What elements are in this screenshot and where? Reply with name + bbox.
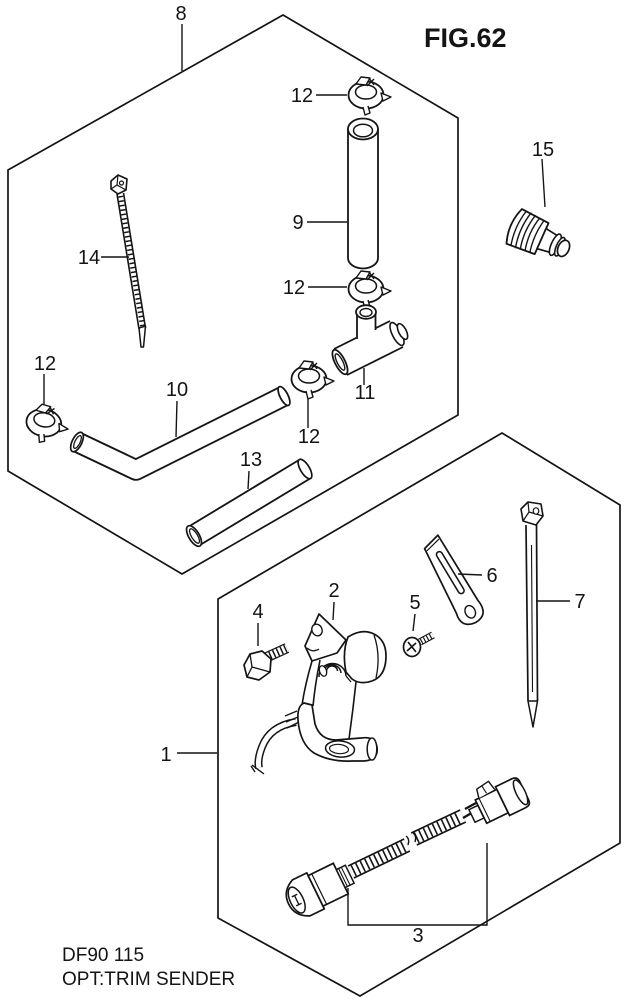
callout-9: 9: [292, 212, 303, 234]
part-4-bolt: [243, 643, 290, 681]
figure-title: FIG.62: [424, 23, 507, 53]
part-12-clamp-right: [290, 360, 335, 400]
part-5-screw: [402, 631, 435, 658]
callout-8: 8: [175, 3, 186, 25]
callout-12-top: 12: [291, 85, 313, 107]
leader-lines: [43, 24, 570, 926]
part-12-clamp-mid: [347, 270, 392, 310]
part-10-hose: [69, 385, 291, 481]
part-7-cable-tie: [520, 501, 544, 728]
callout-12-left: 12: [34, 353, 56, 375]
part-2-sender: [250, 613, 387, 775]
part-12-clamp-top: [347, 76, 392, 116]
callout-12-mid: 12: [283, 277, 305, 299]
callout-14: 14: [78, 247, 100, 269]
group-box-bottom: [217, 432, 621, 997]
callout-13: 13: [240, 449, 262, 471]
part-11-joint: [331, 304, 409, 376]
callout-7: 7: [574, 591, 585, 613]
part-14-cable-tie: [110, 174, 147, 348]
callout-1: 1: [160, 744, 171, 766]
part-12-clamp-left: [22, 401, 73, 448]
part-3-harness: [285, 777, 531, 917]
part-13-tube: [185, 458, 313, 548]
footer-model: DF90 115: [62, 945, 144, 966]
part-6-clip: [423, 534, 484, 626]
group-box-top: [7, 14, 459, 575]
callout-3: 3: [412, 925, 423, 947]
part-15-plug: [505, 208, 571, 258]
callout-12-right: 12: [298, 426, 320, 448]
footer-option: OPT:TRIM SENDER: [62, 969, 235, 990]
callout-5: 5: [409, 592, 420, 614]
callout-4: 4: [252, 601, 263, 623]
callout-15: 15: [532, 139, 554, 161]
callout-11: 11: [355, 382, 376, 404]
callout-10: 10: [166, 379, 188, 401]
part-9-tube: [347, 117, 379, 270]
callout-6: 6: [486, 565, 497, 587]
callout-2: 2: [328, 580, 339, 602]
